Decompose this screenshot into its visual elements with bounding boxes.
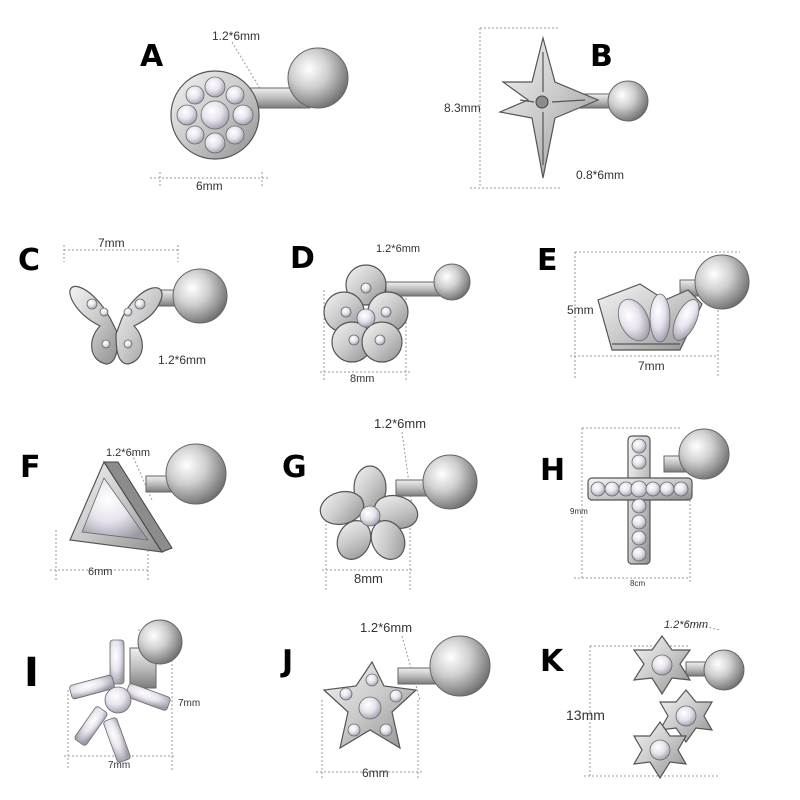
item-h-ball [678,428,730,480]
item-c-size-bar: 1.2*6mm [158,353,206,367]
item-g: G 1.2*6mm 8mm [282,416,478,590]
item-h-size-width: 8cm [630,579,645,588]
item-b-size-bar: 0.8*6mm [576,168,624,182]
item-e-letter: E [537,243,558,278]
item-a-size-width: 6mm [196,179,223,193]
item-j-size-width: 6mm [362,766,389,780]
item-k-size-bar: 1.2*6mm [664,619,708,631]
item-b: B 8.3mm 0.8*6mm [444,27,649,189]
item-g-size-bar: 1.2*6mm [374,416,426,431]
item-e-size-height: 5mm [567,303,594,317]
item-j: J 1.2*6mm 6mm [280,620,491,780]
item-j-stones [339,673,403,737]
item-j-size-bar: 1.2*6mm [360,620,412,635]
item-k-size-height: 13mm [566,707,605,723]
item-a-size-bar: 1.2*6mm [212,29,260,43]
item-h-cross [587,435,693,565]
item-c-butterfly [69,285,163,365]
item-k-climber [632,634,714,780]
item-h-letter: H [540,453,565,488]
item-f-stone [81,477,149,541]
item-i-size-height: 7mm [178,698,200,709]
item-k-ball [703,649,745,691]
item-c-size-width: 7mm [98,236,125,250]
item-e: E 5mm 7mm [537,243,750,378]
item-d-size-bar: 1.2*6mm [376,243,420,255]
item-c-letter: C [18,243,40,278]
item-f: F 1.2*6mm 6mm [20,443,227,580]
item-a: A 1.2*6mm 6mm [140,29,349,193]
item-j-ball [429,635,491,697]
item-i-size-width: 7mm [108,760,130,771]
item-k-letter: K [540,644,565,679]
item-g-flower [319,465,419,560]
item-i-ball [137,619,183,665]
item-i: I 7mm 7mm [24,619,200,771]
item-e-size-width: 7mm [638,359,665,373]
item-f-letter: F [20,450,41,485]
item-e-crown [597,283,703,351]
item-a-ball [287,47,349,109]
item-h: H 9mm 8cm [540,427,730,588]
item-d-ball [433,263,471,301]
item-d-letter: D [290,241,315,276]
item-k: K 1.2*6mm 13mm [540,619,745,780]
item-f-ball [165,443,227,505]
item-c: C 7mm 1.2*6mm [18,236,228,367]
item-g-size-width: 8mm [354,571,383,586]
item-i-letter: I [24,650,39,696]
item-d-size-width: 8mm [350,373,374,385]
item-c-ball [172,268,228,324]
item-g-letter: G [282,450,307,485]
item-e-ball [694,254,750,310]
item-d-flower [323,264,409,363]
item-b-letter: B [590,39,613,74]
item-i-flower [69,639,171,763]
item-a-stones [176,76,254,154]
item-d: D 1.2*6mm 8mm [290,241,471,385]
item-f-size-bar: 1.2*6mm [106,447,150,459]
item-b-size-height: 8.3mm [444,101,481,115]
item-h-size-height: 9mm [570,507,588,516]
item-j-letter: J [280,644,293,679]
item-b-ball [607,80,649,122]
item-g-ball [422,454,478,510]
item-b-star [497,35,600,179]
item-f-size-width: 6mm [88,566,112,578]
item-a-letter: A [140,39,164,74]
